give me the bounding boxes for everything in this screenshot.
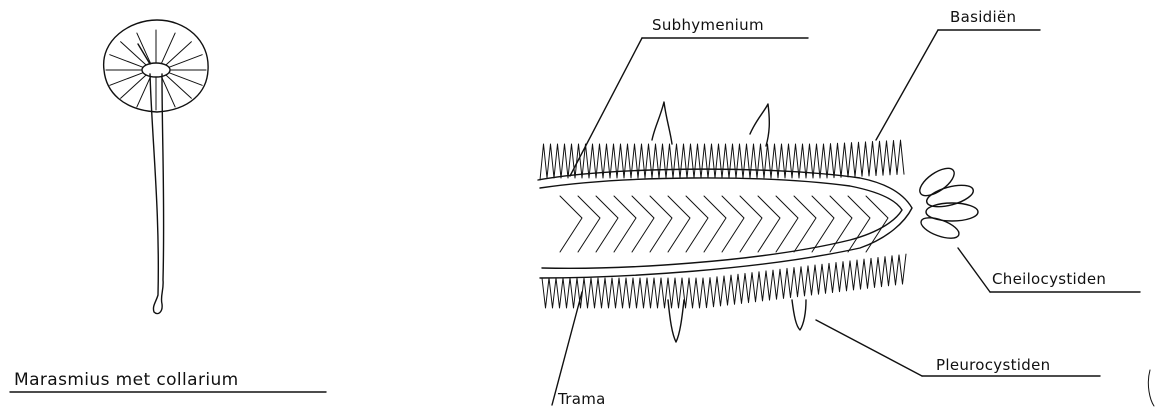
trama-hypha: [578, 196, 600, 252]
label-basidien-leader: [876, 30, 938, 140]
edge-mark: [1148, 370, 1154, 406]
gill-line: [169, 55, 202, 68]
trama-hypha: [758, 196, 780, 252]
mushroom-figure: [104, 20, 208, 314]
gill-line: [110, 73, 143, 86]
trama-hypha: [704, 196, 726, 252]
trama-hypha: [614, 196, 636, 252]
label-trama-leader: [552, 292, 582, 405]
trama-hypha: [740, 196, 762, 252]
trama-hypha: [776, 196, 798, 252]
trama-hypha: [650, 196, 672, 252]
trama-hypha: [722, 196, 744, 252]
label-cheilocystiden-leader: [958, 248, 990, 292]
gill-line: [169, 73, 202, 86]
gill-section-figure: [538, 102, 978, 342]
gill-line: [110, 55, 143, 68]
label-subhymenium-leader: [570, 38, 642, 176]
cheilocystidia: [915, 163, 978, 242]
label-pleurocystiden: Pleurocystiden: [936, 356, 1050, 374]
trama-hypha: [596, 196, 618, 252]
trama-hypha: [560, 196, 582, 252]
trama-hypha: [686, 196, 708, 252]
label-cheilocystiden: Cheilocystiden: [992, 270, 1106, 288]
trama-hypha: [632, 196, 654, 252]
label-trama: Trama: [557, 390, 606, 408]
caption-text: Marasmius met collarium: [14, 370, 239, 390]
label-basidien: Basidiën: [950, 8, 1016, 26]
trama-hypha: [848, 196, 870, 252]
trama-hypha: [668, 196, 690, 252]
trama-hypha: [812, 196, 834, 252]
trama-hypha: [794, 196, 816, 252]
label-pleurocystiden-leader: [816, 320, 922, 376]
label-subhymenium: Subhymenium: [652, 16, 764, 34]
